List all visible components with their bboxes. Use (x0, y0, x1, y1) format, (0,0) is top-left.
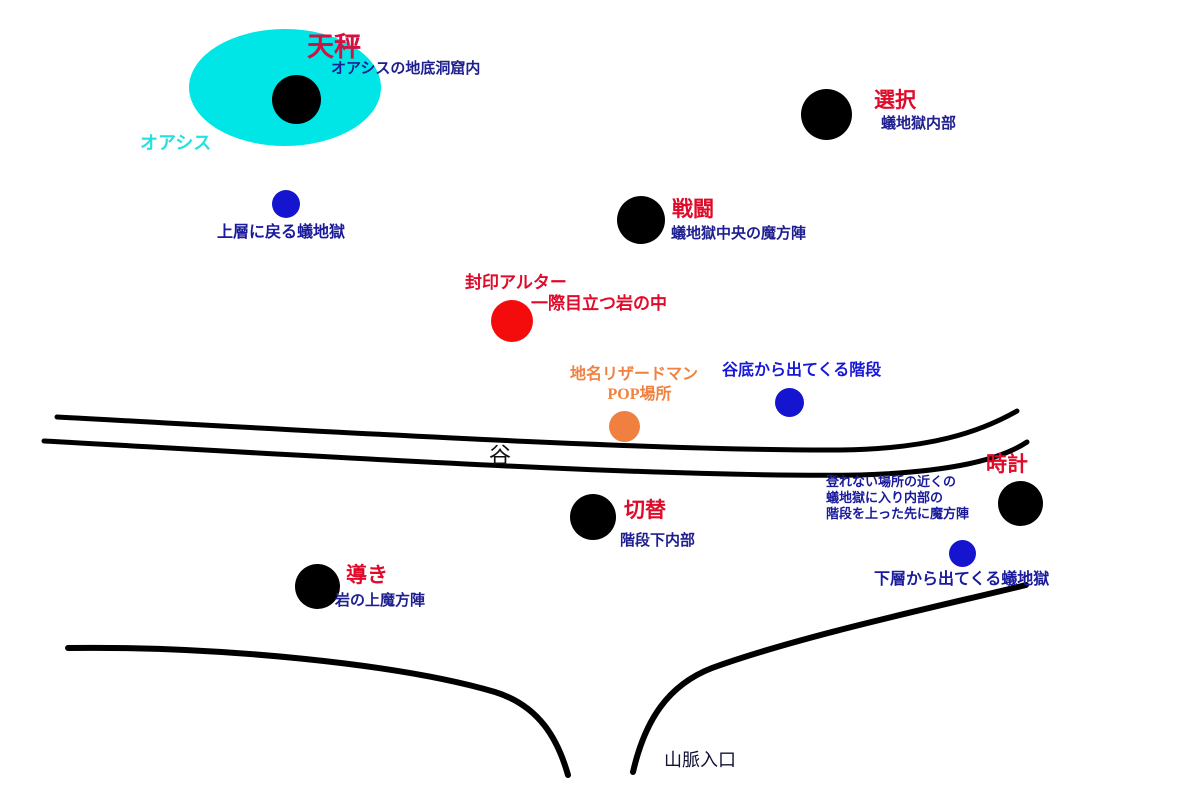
valley-lower-line (41, 438, 1030, 478)
valley-upper-line (54, 408, 1020, 453)
label-lizardman-pop-line1: 地名リザードマン (570, 366, 699, 383)
label-sentaku-title: 選択 (874, 88, 916, 112)
ridge-left-line (65, 644, 571, 778)
label-fuuin-alter-subtitle: 一際目立つ岩の中 (531, 294, 667, 313)
label-kirikae-title: 切替 (624, 498, 666, 522)
label-tokei-subtitle-line1: 登れない場所の近くの (826, 474, 957, 489)
ridge-right-line (630, 582, 1029, 775)
label-kirikae-subtitle: 階段下内部 (620, 533, 696, 549)
label-kaso-ari: 下層から出てくる蟻地獄 (874, 571, 1050, 588)
marker-michibiki[interactable] (295, 564, 340, 609)
label-tenbin-title: 天秤 (307, 32, 361, 62)
marker-kirikae[interactable] (570, 494, 616, 540)
label-tanizoko-kaidan: 谷底から出てくる階段 (722, 362, 882, 379)
label-tenbin-subtitle: オアシスの地底洞窟内 (331, 61, 481, 77)
marker-sentaku[interactable] (801, 89, 852, 140)
marker-fuuin-alter[interactable] (491, 300, 533, 342)
label-fuuin-alter-title: 封印アルター (465, 273, 567, 292)
label-joso-ari: 上層に戻る蟻地獄 (217, 224, 346, 241)
marker-lizardman-pop[interactable] (609, 411, 640, 442)
label-sentaku-subtitle: 蟻地獄内部 (881, 116, 957, 132)
marker-kaso-ari[interactable] (949, 540, 976, 567)
marker-joso-ari[interactable] (272, 190, 300, 218)
label-tokei-subtitle-line2: 蟻地獄に入り内部の (826, 490, 944, 505)
label-sentou-subtitle: 蟻地獄中央の魔方陣 (671, 226, 807, 242)
marker-sentou[interactable] (617, 196, 665, 244)
label-lizardman-pop-line2: POP場所 (607, 386, 672, 403)
marker-tanizoko-kaidan[interactable] (775, 388, 804, 417)
label-valley: 谷 (489, 443, 512, 468)
label-tokei-title: 時計 (986, 452, 1028, 476)
marker-tokei[interactable] (998, 481, 1043, 526)
label-michibiki-title: 導き (346, 563, 388, 587)
marker-tenbin[interactable] (272, 75, 321, 124)
label-tokei-subtitle-line3: 階段を上った先に魔方陣 (826, 506, 970, 521)
label-michibiki-subtitle: 岩の上魔方陣 (335, 593, 426, 609)
label-mountain-entrance: 山脈入口 (664, 750, 736, 770)
label-sentou-title: 戦闘 (672, 197, 714, 221)
oasis-label: オアシス (140, 133, 212, 153)
